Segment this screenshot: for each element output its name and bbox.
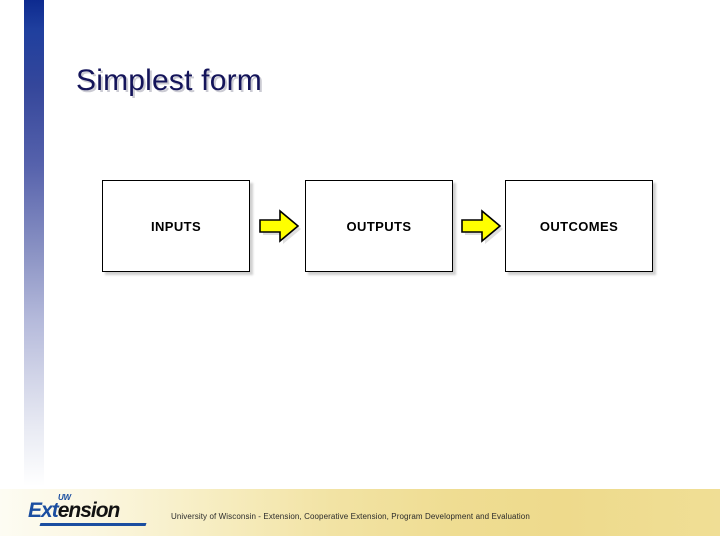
logo-wordmark-part-1: Ex: [28, 499, 53, 522]
right-arrow-icon[interactable]: [256, 206, 302, 246]
stage-label-inputs: INPUTS: [150, 218, 202, 234]
logo-wordmark-part-2: t: [51, 499, 59, 522]
uw-extension-logo: UW Extension: [28, 494, 152, 530]
stage-box-inputs[interactable]: INPUTS: [102, 180, 250, 272]
arrow-body: [461, 209, 502, 243]
logo-uw-superscript: UW: [58, 493, 71, 502]
logo-wordmark: Extension: [28, 499, 121, 522]
right-arrow-icon[interactable]: [458, 206, 504, 246]
stage-box-outcomes[interactable]: OUTCOMES: [505, 180, 653, 272]
arrow-body: [259, 209, 300, 243]
left-gradient-accent-bar: [24, 0, 44, 486]
page-title: Simplest form: [76, 64, 262, 97]
footer-credit-text: University of Wisconsin - Extension, Coo…: [171, 512, 530, 521]
logo-wordmark-part-3: ension: [57, 499, 121, 522]
stage-label-outputs: OUTPUTS: [346, 218, 412, 234]
stage-box-outputs[interactable]: OUTPUTS: [305, 180, 453, 272]
logo-underline-rule: [39, 523, 147, 526]
footer-band: [0, 489, 720, 536]
stage-label-outcomes: OUTCOMES: [539, 218, 619, 234]
